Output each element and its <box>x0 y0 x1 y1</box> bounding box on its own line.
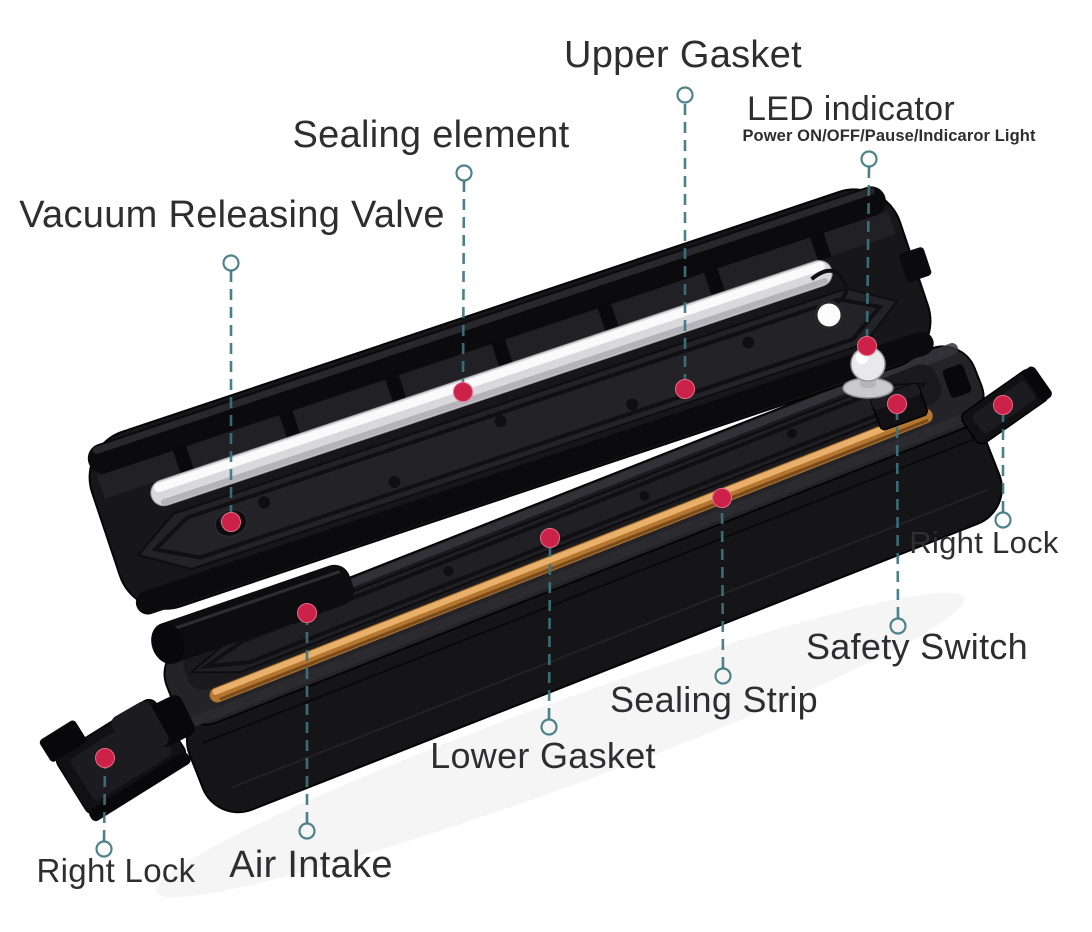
marker-safety-switch <box>887 394 907 414</box>
label-sealing-strip: Sealing Strip <box>609 679 819 720</box>
base-seam-line <box>201 438 975 745</box>
marker-sealing-element <box>453 382 473 402</box>
label-air-intake: Air Intake <box>229 844 393 886</box>
marker-vacuum-releasing-valve <box>221 512 241 532</box>
hinge-bar <box>152 564 354 664</box>
lid-slot <box>703 266 726 297</box>
hinge-end-cap <box>151 622 185 665</box>
marker-lower-gasket <box>540 528 560 548</box>
foam-texture-dot <box>786 428 797 439</box>
lid-slot <box>809 231 832 262</box>
leader-end-sealing-strip <box>714 667 732 685</box>
lid-near-edge <box>135 331 934 615</box>
sealing-strip-highlight <box>212 409 928 695</box>
right-lock-tab <box>942 364 972 398</box>
label-led-indicator: LED indicator <box>747 90 955 128</box>
leader-safety-switch <box>895 412 900 619</box>
lid-hole <box>814 300 844 330</box>
lid-slot <box>597 302 620 333</box>
lid <box>87 186 934 615</box>
marker-right-lock-bottom <box>95 748 115 768</box>
foam-texture-dot <box>639 490 650 501</box>
leader-lower-gasket <box>547 546 552 720</box>
led-indicator-dome <box>842 346 894 399</box>
annotations <box>95 86 1013 858</box>
label-lower-gasket: Lower Gasket <box>430 735 656 776</box>
hinge-highlight <box>157 570 341 636</box>
left-lock-hinge <box>111 701 169 761</box>
lid-slot <box>172 444 195 475</box>
lid-tab <box>899 247 932 282</box>
sealing-element-highlight <box>153 261 825 493</box>
label-vacuum-releasing-valve: Vacuum Releasing Valve <box>19 194 445 236</box>
leader-sealing-element <box>461 180 466 384</box>
label-led-indicator-subtitle: Power ON/OFF/Pause/Indicaror Light <box>742 127 1036 145</box>
leader-end-lower-gasket <box>540 718 558 736</box>
label-right-lock-top: Right Lock <box>909 525 1059 560</box>
lid-outer-edge <box>87 186 886 474</box>
lid-slot <box>384 373 407 404</box>
leader-led-indicator <box>865 166 871 338</box>
label-sealing-element: Sealing element <box>292 114 570 156</box>
leader-end-air-intake <box>298 822 316 840</box>
leader-sealing-strip <box>720 506 725 669</box>
marker-led-indicator <box>857 336 877 356</box>
leader-end-right-lock-top <box>994 511 1012 529</box>
foam-texture-dot <box>626 398 639 411</box>
right-lock-end <box>1023 366 1052 401</box>
foam-texture-dot <box>443 566 454 577</box>
lid-slot <box>490 337 513 368</box>
leader-end-vacuum-releasing-valve <box>222 254 240 272</box>
marker-right-lock-top <box>993 395 1013 415</box>
leader-end-right-lock-bottom <box>95 840 113 858</box>
sealing-element-shade <box>160 278 828 506</box>
base-near-rim <box>189 412 973 727</box>
leader-end-upper-gasket <box>676 86 694 104</box>
leader-right-lock-bottom <box>102 766 107 842</box>
bar-clip <box>810 268 849 307</box>
marker-air-intake <box>297 603 317 623</box>
foam-texture-dot <box>494 415 507 428</box>
left-lock-lip <box>89 752 191 822</box>
label-upper-gasket: Upper Gasket <box>563 34 803 76</box>
hinge-assembly <box>151 564 354 665</box>
sealing-strip-shade <box>219 419 929 701</box>
drop-shadow <box>155 592 965 898</box>
label-right-lock-bottom: Right Lock <box>36 852 196 889</box>
marker-upper-gasket <box>675 379 695 399</box>
label-safety-switch: Safety Switch <box>806 626 1028 667</box>
foam-texture-dot <box>258 496 271 509</box>
foam-texture-dot <box>742 336 755 349</box>
base-unit <box>163 343 1003 814</box>
foam-texture-dot <box>388 476 401 489</box>
lid-edge-sheen <box>92 187 875 454</box>
base-edge-sheen <box>164 343 959 663</box>
leader-end-led-indicator <box>860 150 878 168</box>
base-seam-highlight <box>232 488 989 789</box>
lid-slot <box>278 408 301 439</box>
left-lock-tab <box>39 720 87 762</box>
marker-sealing-strip <box>712 488 732 508</box>
leader-end-safety-switch <box>889 617 907 635</box>
leader-end-sealing-element <box>455 164 473 182</box>
